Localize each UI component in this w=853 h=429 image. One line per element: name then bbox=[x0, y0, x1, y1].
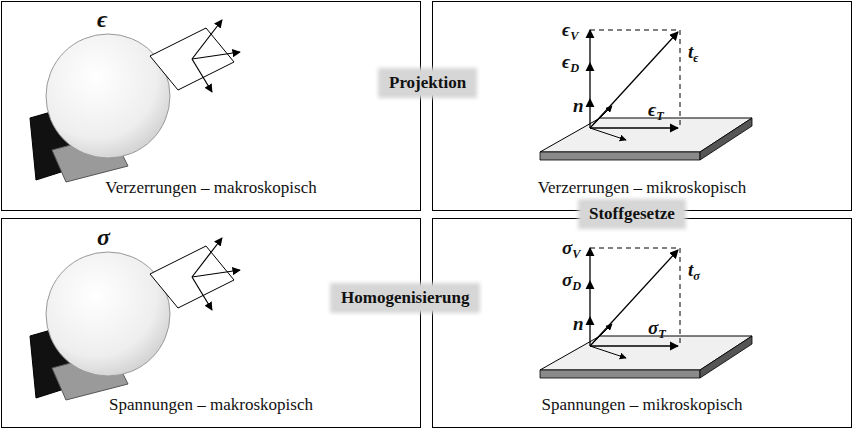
process-label: Projektion bbox=[389, 73, 466, 93]
symbol-label: ϵ bbox=[97, 7, 107, 31]
symbol-label: σV bbox=[562, 238, 580, 260]
symbol-label: ϵD bbox=[562, 52, 579, 74]
symbol-label: σ bbox=[97, 225, 110, 249]
panel-box: Verzerrungen – mikroskopisch bbox=[432, 1, 852, 211]
panel-caption: Verzerrungen – makroskopisch bbox=[105, 178, 317, 198]
process-label-box: Projektion bbox=[381, 71, 474, 95]
symbol-label: σD bbox=[562, 270, 581, 292]
panel-caption: Spannungen – mikroskopisch bbox=[541, 395, 742, 415]
panel-box: Spannungen – mikroskopisch bbox=[432, 218, 852, 428]
symbol-label: n bbox=[573, 314, 584, 333]
panel-caption: Spannungen – makroskopisch bbox=[109, 395, 313, 415]
symbol-label: tϵ bbox=[688, 42, 699, 64]
process-label: Homogenisierung bbox=[341, 288, 469, 308]
micro-stress-figure bbox=[540, 248, 752, 378]
symbol-label: n bbox=[573, 96, 584, 115]
panel-caption: Verzerrungen – mikroskopisch bbox=[538, 178, 747, 198]
macro-stress-figure bbox=[30, 238, 240, 400]
symbol-label: σT bbox=[648, 318, 666, 340]
panel-box: Spannungen – makroskopisch bbox=[1, 218, 421, 428]
macro-strain-figure bbox=[30, 20, 240, 182]
process-label-box: Homogenisierung bbox=[333, 286, 477, 310]
symbol-label: ϵT bbox=[648, 100, 664, 122]
symbol-label: tσ bbox=[688, 260, 700, 282]
panel-box: Verzerrungen – makroskopisch bbox=[1, 1, 421, 211]
micro-strain-figure bbox=[540, 30, 752, 160]
process-label-box: Stoffgesetze bbox=[581, 202, 683, 226]
process-label: Stoffgesetze bbox=[589, 204, 675, 224]
symbol-label: ϵV bbox=[562, 20, 578, 42]
